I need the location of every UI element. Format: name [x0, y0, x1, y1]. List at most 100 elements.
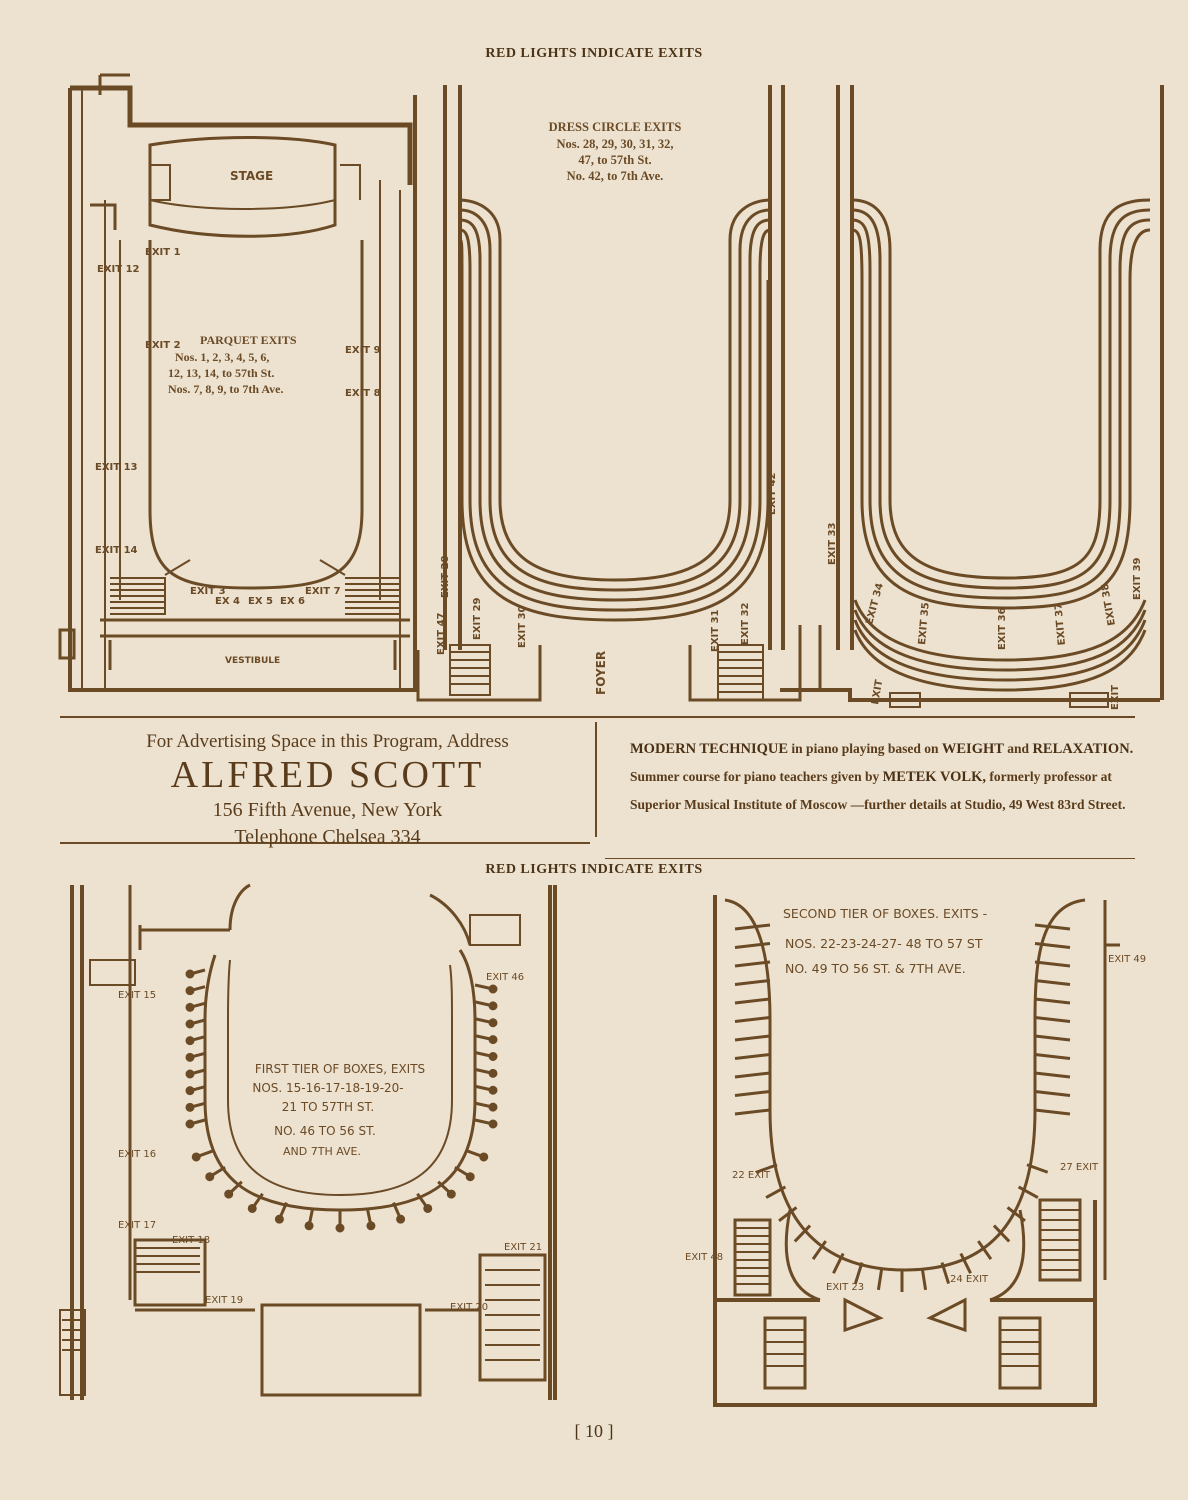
box-seat: [274, 1214, 284, 1224]
box-partition: [992, 1224, 1011, 1243]
exit-21: EXIT 21: [504, 1242, 542, 1253]
box-partition: [734, 1034, 771, 1042]
exit-balcony-right: EXIT: [1110, 685, 1121, 710]
box-seat: [185, 1086, 195, 1096]
stage-label: STAGE: [230, 169, 273, 183]
box-partition: [734, 1053, 771, 1060]
exit-9: EXIT 9: [345, 345, 381, 356]
exit-39: EXIT 39: [1132, 557, 1143, 600]
box-partition: [811, 1240, 827, 1260]
box-partition: [1034, 1034, 1071, 1042]
box-partition: [734, 979, 771, 986]
box-partition: [1026, 1163, 1049, 1174]
box-seat: [488, 1001, 498, 1011]
box-partition: [734, 1108, 771, 1116]
box-partition: [734, 1071, 771, 1079]
box-seat: [185, 1019, 195, 1029]
second-tier-line1: SECOND TIER OF BOXES. EXITS -: [783, 906, 987, 921]
box-partition: [876, 1267, 884, 1291]
foyer-label: FOYER: [594, 651, 608, 695]
box-seat: [366, 1221, 376, 1231]
first-tier-line2: NOS. 15-16-17-18-19-20-: [252, 1081, 403, 1095]
box-seat: [488, 1085, 498, 1095]
second-tier-plan: [713, 895, 1120, 1407]
advert-text-1: in piano playing based on: [788, 741, 942, 756]
box-partition: [1034, 1090, 1071, 1097]
exit-balcony-left: EXIT: [870, 679, 885, 706]
exit-19: EXIT 19: [205, 1295, 243, 1306]
exit-29: EXIT 29: [472, 597, 483, 640]
exit-47: EXIT 47: [436, 612, 447, 655]
exit-34: EXIT 34: [864, 582, 886, 626]
exit-32: EXIT 32: [740, 602, 751, 645]
box-partition: [734, 1016, 771, 1023]
exit-7: EXIT 7: [305, 586, 341, 597]
box-seat: [205, 1172, 215, 1182]
exit-38: EXIT 38: [1100, 583, 1118, 627]
box-partition: [853, 1262, 864, 1285]
exit-24: 24 EXIT: [950, 1274, 989, 1285]
box-seat: [185, 1102, 195, 1112]
exit-6: EX 6: [280, 596, 305, 607]
box-partition: [765, 1185, 787, 1199]
box-seat: [185, 986, 195, 996]
box-partition: [959, 1252, 972, 1274]
box-seat: [488, 1068, 498, 1078]
dress-circle-labels: DRESS CIRCLE EXITS Nos. 28, 29, 30, 31, …: [436, 120, 778, 695]
exit-22: 22 EXIT: [732, 1170, 771, 1181]
box-partition: [1034, 942, 1071, 949]
box-partition: [977, 1240, 993, 1260]
box-partition: [940, 1262, 951, 1285]
advert-name: ALFRED SCOTT: [170, 754, 485, 796]
box-partition: [1017, 1185, 1039, 1199]
exit-12: EXIT 12: [97, 264, 140, 275]
box-seat: [185, 1036, 195, 1046]
box-seat: [488, 1119, 498, 1129]
box-seat: [185, 1119, 195, 1129]
box-partition: [1034, 997, 1071, 1005]
exit-33: EXIT 33: [827, 522, 838, 565]
first-tier-line1: FIRST TIER OF BOXES, EXITS: [255, 1062, 425, 1076]
box-partition: [734, 923, 771, 931]
exit-46: EXIT 46: [486, 972, 524, 983]
exit-2: EXIT 2: [145, 340, 181, 351]
exit-14: EXIT 14: [95, 545, 138, 556]
box-seat: [488, 984, 498, 994]
box-seat: [185, 1002, 195, 1012]
second-tier-line2: NOS. 22-23-24-27- 48 TO 57 ST: [785, 936, 983, 951]
balcony-labels: EXIT 33 EXIT 34 EXIT 35 EXIT 36 EXIT 37 …: [827, 522, 1143, 710]
bottom-rule-right: [605, 858, 1135, 859]
box-seat: [479, 1152, 489, 1162]
box-seat: [488, 1052, 498, 1061]
advert-intro: For Advertising Space in this Program, A…: [146, 731, 509, 752]
box-seat: [304, 1221, 314, 1231]
dress-circle-plan: [416, 85, 802, 702]
advert-lead: MODERN TECHNIQUE: [630, 741, 789, 757]
box-seat: [224, 1189, 234, 1199]
balcony-plan: [780, 85, 1164, 708]
dress-circle-line3: No. 42, to 7th Ave.: [567, 169, 664, 183]
exit-5: EX 5: [248, 596, 273, 607]
box-seat: [488, 1102, 498, 1112]
parquet-exits-title: PARQUET EXITS: [200, 333, 297, 347]
first-tier-line3: 21 TO 57TH ST.: [282, 1100, 374, 1114]
dress-circle-line2: 47, to 57th St.: [578, 153, 651, 167]
exit-4: EX 4: [215, 596, 240, 607]
box-partition: [778, 1206, 798, 1222]
box-seat: [185, 1069, 195, 1079]
box-partition: [755, 1163, 778, 1174]
advert-address: 156 Fifth Avenue, New York: [212, 799, 443, 821]
exit-48: EXIT 48: [685, 1252, 723, 1263]
advert-text-3: Summer course for piano teachers given b…: [630, 769, 883, 784]
parquet-line1: Nos. 1, 2, 3, 4, 5, 6,: [175, 350, 269, 364]
exit-30: EXIT 30: [517, 605, 528, 648]
vertical-rule: [595, 722, 597, 837]
exit-49: EXIT 49: [1108, 954, 1146, 965]
advert-text-4: formerly professor at Superior Musical I…: [630, 769, 1126, 812]
box-partition: [1034, 1016, 1071, 1023]
exit-27: 27 EXIT: [1060, 1162, 1099, 1173]
box-partition: [734, 997, 771, 1005]
exit-42: EXIT 42: [767, 472, 778, 515]
advert-alfred-scott: For Advertising Space in this Program, A…: [60, 725, 595, 851]
exit-13: EXIT 13: [95, 462, 138, 473]
